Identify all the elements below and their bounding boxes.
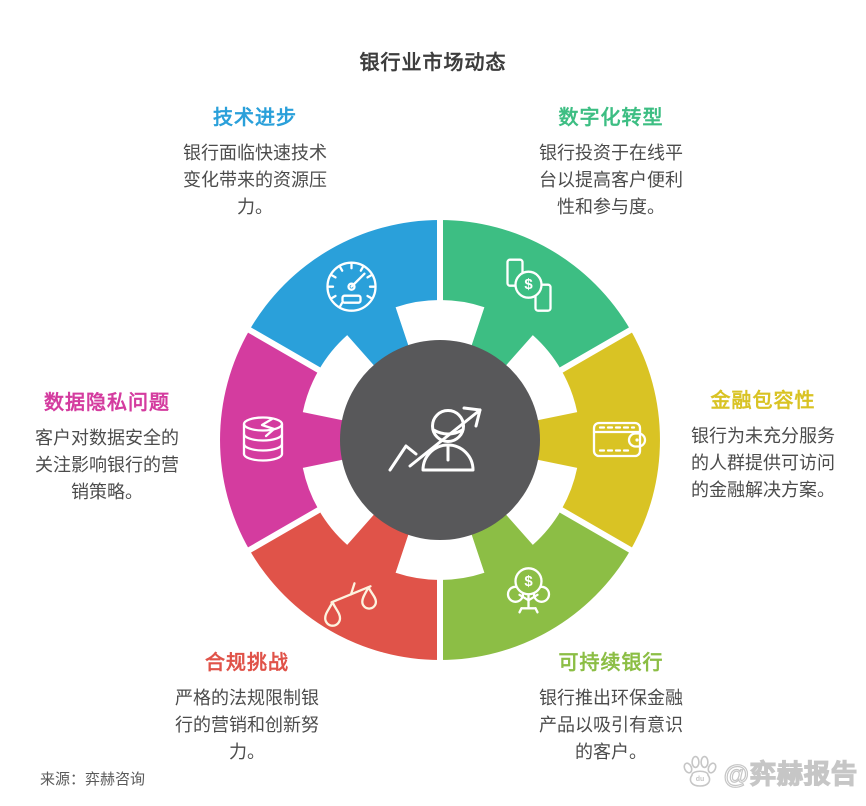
wheel: $ $ [220, 210, 660, 670]
database-icon [242, 416, 284, 462]
dollar-sign: $ [524, 276, 533, 293]
wheel-segment-privacy [220, 330, 350, 550]
dollar-sign: $ [524, 573, 533, 590]
paw-du-text: du [695, 776, 704, 783]
section-compliance-description: 严格的法规限制银行的营销和创新努力。 [175, 688, 319, 762]
section-digital-heading: 数字化转型 [558, 107, 664, 129]
speedometer-icon [326, 261, 377, 312]
section-privacy-description: 客户对数据安全的关注影响银行的营销策略。 [35, 428, 179, 502]
wheel-segment-compliance [249, 508, 440, 660]
section-sustainable-description: 银行推出环保金融产品以吸引有意识的客户。 [539, 688, 683, 762]
watermark: du @弈赫报告 [680, 752, 858, 792]
section-privacy-heading: 数据隐私问题 [44, 392, 170, 414]
wheel-diagram: $ $ [205, 205, 675, 675]
mobile-payment-icon: $ [506, 258, 552, 312]
section-sustainable: 可持续银行 银行推出环保金融产品以吸引有意识的客户。 [536, 646, 686, 766]
section-privacy: 数据隐私问题 客户对数据安全的关注影响银行的营销策略。 [32, 386, 182, 506]
scales-icon [324, 582, 378, 627]
page-title: 银行业市场动态 [359, 52, 507, 74]
segment-separators [239, 210, 641, 670]
section-tech-description: 银行面临快速技术变化带来的资源压力。 [183, 143, 327, 217]
section-sustainable-heading: 可持续银行 [558, 652, 664, 674]
wallet-icon [592, 421, 647, 458]
section-digital-description: 银行投资于在线平台以提高客户便利性和参与度。 [539, 143, 683, 217]
section-compliance-heading: 合规挑战 [205, 652, 289, 674]
source-note: 来源：弈赫咨询 [40, 771, 146, 788]
section-compliance: 合规挑战 严格的法规限制银行的营销和创新努力。 [172, 646, 322, 766]
watermark-handle: @弈赫报告 [723, 758, 858, 789]
section-inclusion: 金融包容性 银行为未充分服务的人群提供可访问的金融解决方案。 [688, 384, 838, 504]
person-growth-arrow-icon [388, 406, 482, 472]
section-tech-heading: 技术进步 [213, 107, 297, 129]
section-digital: 数字化转型 银行投资于在线平台以提高客户便利性和参与度。 [536, 101, 686, 221]
section-inclusion-heading: 金融包容性 [710, 390, 816, 412]
money-tree-icon: $ [506, 567, 551, 614]
baidu-paw-icon: du [683, 755, 717, 787]
section-inclusion-description: 银行为未充分服务的人群提供可访问的金融解决方案。 [691, 426, 835, 500]
section-tech: 技术进步 银行面临快速技术变化带来的资源压力。 [180, 101, 330, 221]
